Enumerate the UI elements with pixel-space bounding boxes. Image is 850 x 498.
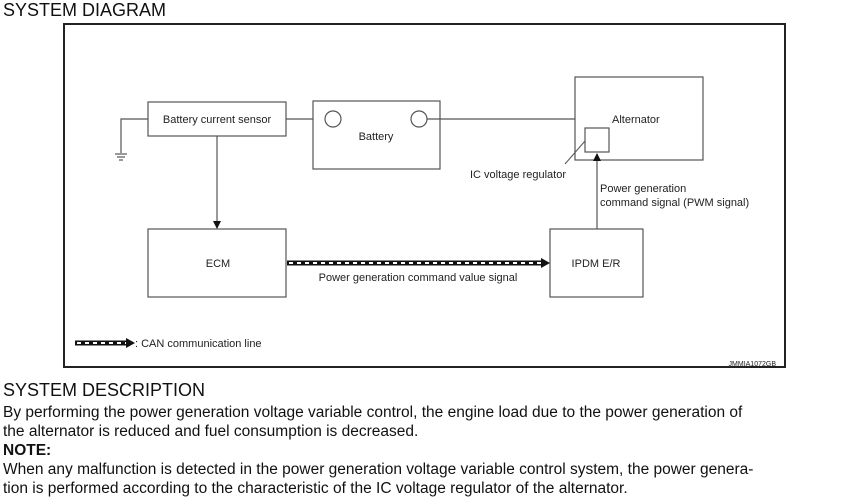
ecm-label: ECM: [206, 258, 230, 270]
description-paragraph-line: By performing the power generation volta…: [3, 404, 743, 421]
ipdm-box: IPDM E/R: [549, 228, 644, 298]
battery-terminal-negative-icon: [324, 110, 342, 128]
figure-code: JMMIA1072GB: [729, 361, 777, 368]
battery-current-sensor-box: Battery current sensor: [147, 101, 287, 137]
battery-current-sensor-label: Battery current sensor: [163, 114, 272, 126]
battery-label: Battery: [359, 131, 394, 143]
diagram-frame: [63, 23, 786, 368]
alternator-box: Alternator: [564, 76, 704, 165]
ic-regulator-leader-line: [564, 140, 586, 165]
can-line-icon: [75, 338, 135, 348]
battery-terminal-positive-icon: [410, 110, 428, 128]
battery-box: Battery: [312, 100, 441, 170]
pwm-signal-label-line2: command signal (PWM signal): [600, 197, 749, 209]
note-paragraph-line: tion is performed according to the chara…: [3, 480, 628, 497]
ipdm-label: IPDM E/R: [572, 258, 621, 270]
system-diagram-heading: SYSTEM DIAGRAM: [3, 0, 167, 20]
note-label: NOTE:: [3, 442, 52, 459]
can-communication-line: [287, 258, 550, 268]
legend-can-label: : CAN communication line: [135, 338, 262, 350]
ecm-box: ECM: [147, 228, 287, 298]
ground-symbol-icon: [115, 118, 148, 161]
alternator-label: Alternator: [612, 114, 660, 126]
pwm-signal-label-line1: Power generation: [600, 183, 686, 195]
system-description-heading: SYSTEM DESCRIPTION: [3, 380, 206, 400]
note-paragraph-line: When any malfunction is detected in the …: [3, 461, 754, 478]
can-signal-label: Power generation command value signal: [319, 272, 518, 284]
ic-voltage-regulator-box: [584, 127, 610, 153]
description-paragraph-line: the alternator is reduced and fuel consu…: [3, 423, 419, 440]
ic-voltage-regulator-label: IC voltage regulator: [470, 169, 566, 181]
